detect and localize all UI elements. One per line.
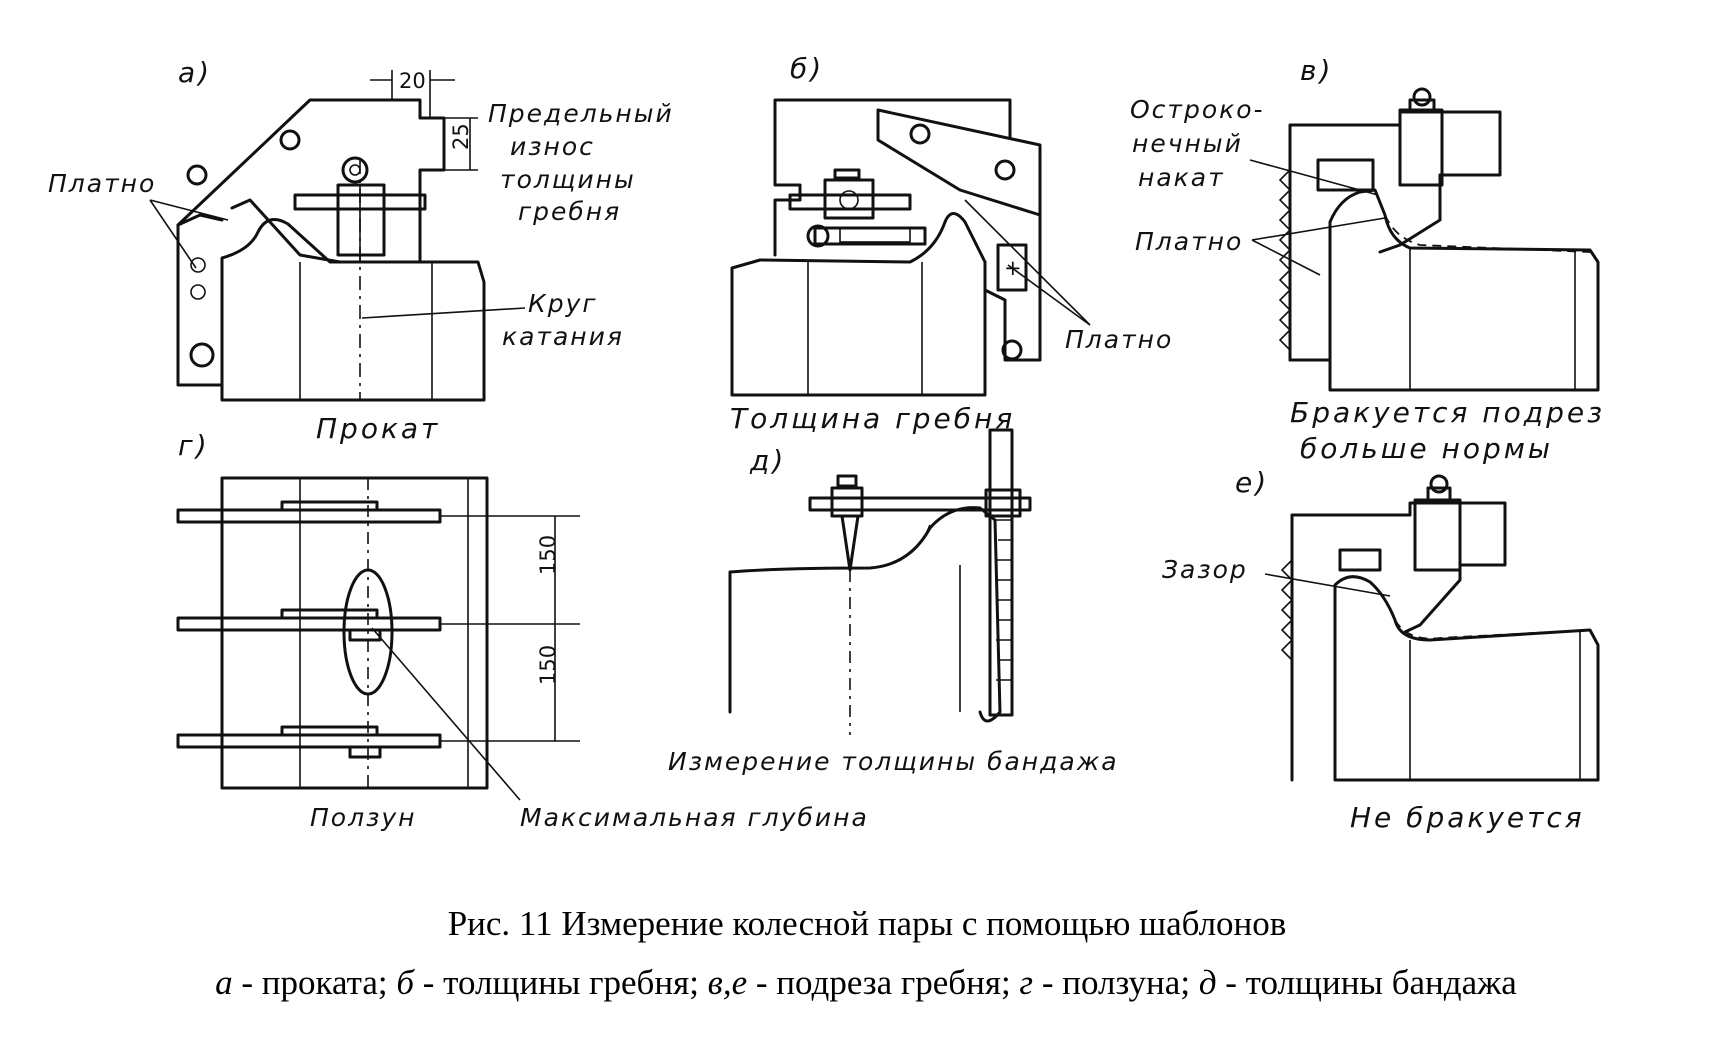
panel-g-caption: Ползун [310, 803, 417, 832]
panel-e-letter: е) [1235, 466, 1269, 499]
panel-g-dim-1: 150 [536, 535, 560, 575]
figure-caption-title: Рис. 11 Измерение колесной пары с помощь… [448, 904, 1287, 943]
panel-a-dimension-25: 25 [444, 117, 478, 171]
panel-a-caption: Прокат [316, 412, 440, 445]
panel-g: г) 150 150 Ползун Максимал [176, 429, 869, 832]
panel-e: е) Зазор Не бракуется [1162, 466, 1600, 834]
panel-v-label-3: накат [1138, 163, 1225, 192]
legend-text-4: - толщины бандажа [1217, 963, 1518, 1002]
panel-g-letter: г) [178, 429, 210, 462]
panel-a: а) [48, 56, 674, 445]
legend-key-4: д [1199, 963, 1217, 1002]
panel-v-wheel [1328, 188, 1600, 392]
panel-a-label-circle-1: Круг [528, 289, 598, 318]
panel-a-dim-top: 20 [399, 69, 426, 93]
legend-text-2: - подреза гребня; [747, 963, 1019, 1002]
panel-d-caption: Измерение толщины бандажа [668, 747, 1119, 776]
panel-b: б) + Платно Толщина гребня [730, 52, 1173, 435]
panel-g-dim-2: 150 [536, 645, 560, 685]
panel-v: в) Остроко- нечный накат Платно Бракуетс… [1130, 54, 1605, 465]
panel-b-caption: Толщина гребня [730, 402, 1015, 435]
panel-d-gauge [808, 428, 1032, 717]
panel-a-label-circle-2: катания [502, 322, 624, 351]
panel-v-label-platno: Платно [1135, 227, 1243, 256]
legend-text-3: - ползуна; [1033, 963, 1199, 1002]
panel-d-letter: д) [749, 444, 786, 477]
panel-a-letter: а) [178, 56, 212, 89]
legend-key-1: б [396, 963, 415, 1002]
panel-d-wheel [728, 506, 1002, 735]
panel-b-wheel [730, 212, 987, 397]
panel-b-label-platno: Платно [1065, 325, 1173, 354]
legend-key-0: а [215, 963, 233, 1002]
panel-b-template: + [773, 98, 1042, 362]
panel-e-template [1280, 474, 1507, 782]
panel-v-caption-2: больше нормы [1300, 432, 1553, 465]
panel-a-label-wear-1: Предельный [488, 99, 674, 128]
panel-v-caption-1: Бракуется подрез [1290, 396, 1605, 429]
panel-a-label-wear-4: гребня [518, 197, 621, 226]
panel-a-label-platno: Платно [48, 169, 156, 198]
panel-e-caption: Не бракуется [1350, 801, 1585, 834]
panel-a-template [176, 98, 446, 387]
legend-key-3: г [1019, 963, 1033, 1002]
panel-v-letter: в) [1300, 54, 1333, 87]
panel-e-label-gap: Зазор [1162, 555, 1248, 584]
legend-key-2: в,е [708, 963, 747, 1002]
panel-a-label-wear-2: износ [510, 132, 595, 161]
legend-text-0: - проката; [233, 963, 397, 1002]
panel-d: д) Измерение толщины бандажа [668, 428, 1119, 776]
panel-g-wheel [220, 476, 489, 790]
figure-caption-legend: а - проката; б - толщины гребня; в,е - п… [215, 963, 1517, 1002]
panel-a-dimension-20: 20 [370, 69, 455, 118]
panel-a-dim-side: 25 [449, 123, 473, 150]
panel-g-dimensions: 150 150 [440, 515, 580, 742]
panel-e-wheel [1333, 575, 1600, 782]
legend-text-1: - толщины гребня; [414, 963, 708, 1002]
panel-b-letter: б) [790, 52, 824, 85]
panel-g-label-depth: Максимальная глубина [520, 803, 869, 832]
panel-a-label-wear-3: толщины [500, 165, 636, 194]
panel-v-template [1278, 87, 1502, 362]
panel-g-templates [176, 500, 442, 759]
panel-v-label-2: нечный [1132, 129, 1243, 158]
panel-v-label-1: Остроко- [1130, 95, 1265, 124]
